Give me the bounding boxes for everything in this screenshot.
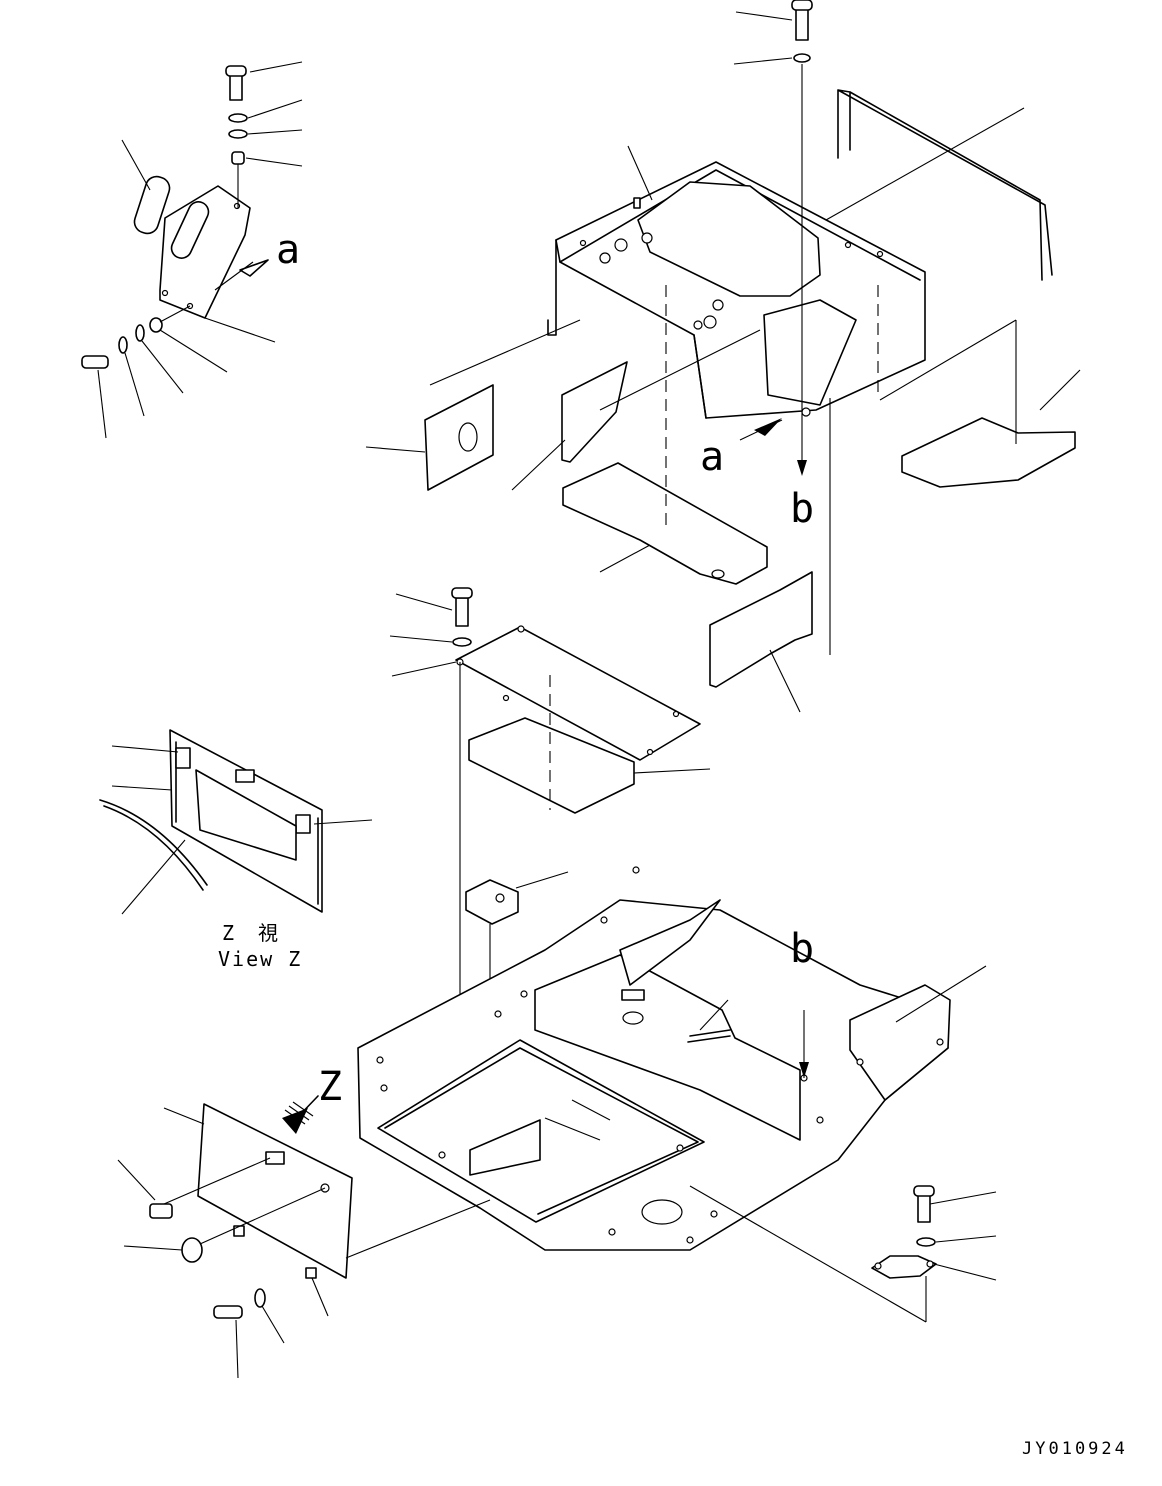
washer [228,129,248,139]
washer [135,324,145,342]
pad [561,361,628,463]
label-a-mid: a [700,434,724,480]
seal-strip [99,799,208,891]
cover-plate [455,626,701,761]
spacer [231,151,245,165]
access-panel [117,1103,491,1379]
rod [837,89,1053,281]
pad [562,462,768,585]
label-a-top: a [276,227,300,273]
bolt [81,355,109,369]
washer [228,113,248,123]
view-label-kanji: Z 視 [222,921,280,945]
insulation-block [468,717,635,814]
side-arm [849,984,951,1101]
washer [452,637,472,647]
label-b-mid: b [790,486,814,532]
latch-knob [181,1237,203,1263]
clip [687,1029,731,1043]
lever-bracket [159,185,251,319]
console-side-bracket [763,299,857,406]
view-z-detail [99,729,373,915]
arrow-a-icon [239,259,269,277]
floor-frame [357,866,951,1251]
pad [709,571,813,688]
bushing [149,317,163,333]
small-cover [871,1255,937,1279]
label-z: Z [318,1064,342,1110]
washer [793,53,811,63]
bolt [917,1193,931,1223]
latch-cap [149,1203,173,1219]
label-b-lower: b [790,926,814,972]
drawing-code: JY010924 [1022,1439,1128,1459]
rubber-grommet [133,175,171,235]
view-label-en: View Z [218,947,302,971]
lever-bracket-assembly [81,61,303,439]
bolt [213,1305,243,1319]
console-base [534,954,801,1141]
washer [916,1237,936,1247]
bolt [455,597,469,627]
arrow-b-icon [799,1062,809,1078]
washer [254,1288,266,1308]
view-z-arrow-icon [282,1095,319,1134]
pad [901,417,1076,488]
console-opening [637,181,821,297]
arrow-b-icon [797,460,807,476]
bracket-slot [170,201,210,259]
small-bracket [465,879,519,925]
console-frame [547,161,926,419]
washer [118,336,128,354]
bolt [795,7,809,41]
